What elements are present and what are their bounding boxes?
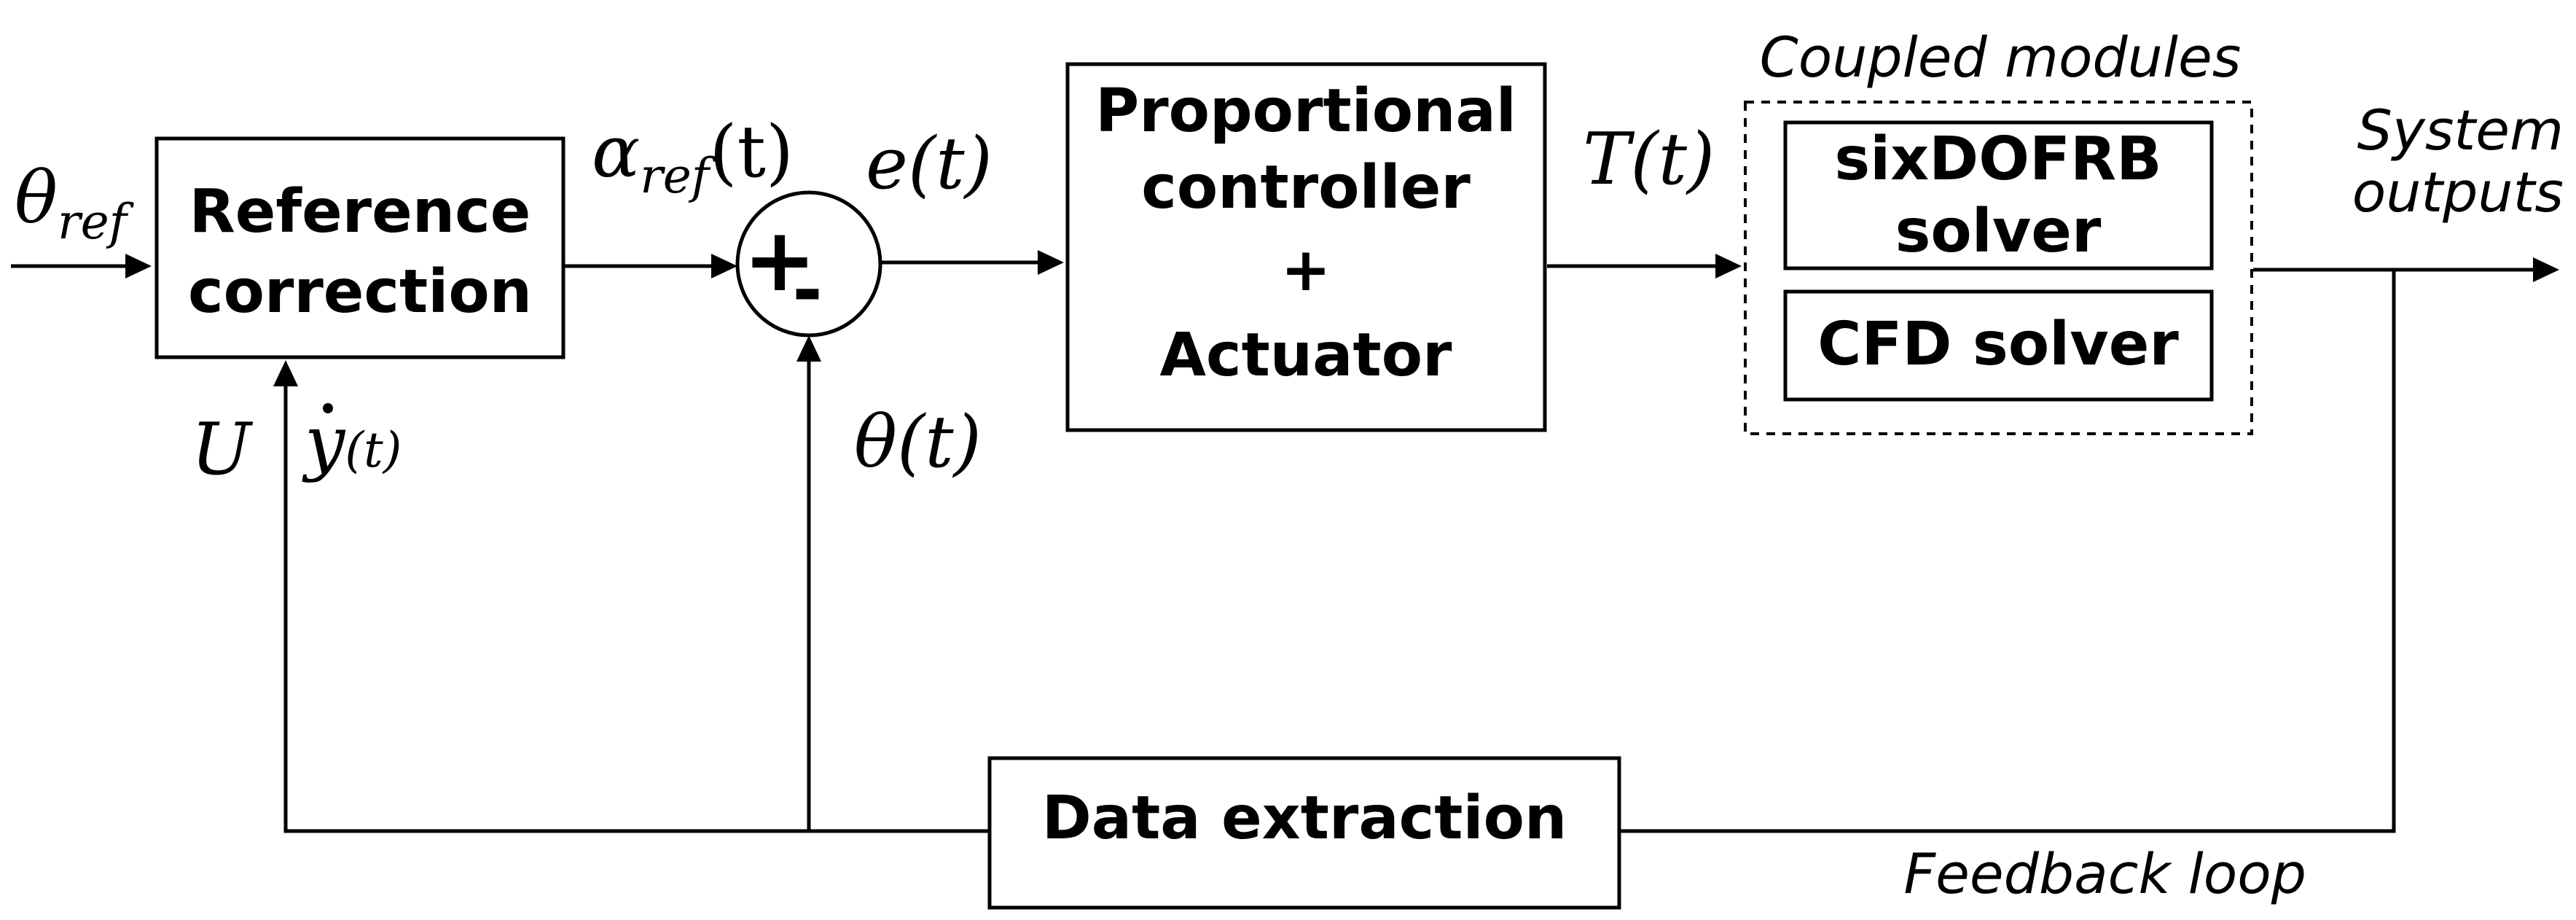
torque-label: T(t): [1583, 118, 1715, 201]
data-extraction-block: [987, 756, 1621, 910]
ydot-label: y(t): [302, 401, 402, 484]
controller-label-line2: controller: [1141, 153, 1471, 222]
theta-label: θ(t): [854, 401, 982, 484]
alpha-ref-arrowhead: [711, 254, 737, 278]
feedback-wire-left: [283, 385, 990, 833]
feedback-wire-right: [1619, 270, 2396, 833]
summing-junction-minus: -: [792, 247, 823, 332]
error-label: e(t): [866, 122, 993, 206]
summing-junction: [735, 190, 882, 338]
output-arrowhead: [2533, 257, 2559, 282]
feedback-loop-label: Feedback loop: [1903, 841, 2306, 906]
summing-junction-plus: +: [743, 210, 817, 311]
sixdof-solver-label-line2: solver: [1895, 197, 2102, 266]
controller-label-line4: Actuator: [1160, 321, 1453, 390]
alpha-ref-subscript: ref: [640, 148, 717, 204]
sixdof-solver-label-line1: sixDOFRB: [1834, 125, 2161, 194]
torque-arrowhead: [1715, 254, 1742, 278]
sixdof-solver-block: [1783, 120, 2214, 270]
theta-ref-subscript: ref: [58, 194, 135, 250]
controller-label-plus: +: [1281, 235, 1331, 305]
ydot-argument: (t): [345, 422, 402, 478]
reference-correction-label-line1: Reference: [189, 177, 531, 246]
cfd-solver-block: [1783, 289, 2214, 402]
reference-correction-label-line2: correction: [188, 257, 532, 327]
alpha-ref-label: αref(t): [592, 111, 794, 204]
input-arrowhead: [125, 254, 152, 278]
theta-feedback-arrowhead: [796, 335, 821, 362]
error-arrowhead: [1038, 250, 1064, 275]
system-outputs-label-line1: System: [2357, 98, 2564, 163]
reference-correction-block: [154, 136, 565, 359]
ydot-dot: [323, 403, 333, 413]
coupled-modules-group: [1744, 101, 2253, 435]
coupled-modules-title: Coupled modules: [1760, 25, 2242, 90]
theta-ref-base: θ: [15, 157, 58, 240]
system-outputs-label-line2: outputs: [2352, 160, 2564, 225]
cfd-solver-label: CFD solver: [1817, 310, 2179, 379]
data-extraction-label: Data extraction: [1042, 784, 1567, 853]
alpha-ref-argument: (t): [709, 111, 794, 194]
controller-label-line1: Proportional: [1095, 77, 1516, 146]
speed-label: U: [191, 408, 254, 491]
reference-feedback-arrowhead: [273, 360, 298, 386]
controller-actuator-block: [1065, 62, 1547, 432]
ydot-base: y: [302, 401, 346, 484]
theta-ref-label: θref: [15, 157, 135, 250]
alpha-ref-base: α: [592, 111, 640, 194]
